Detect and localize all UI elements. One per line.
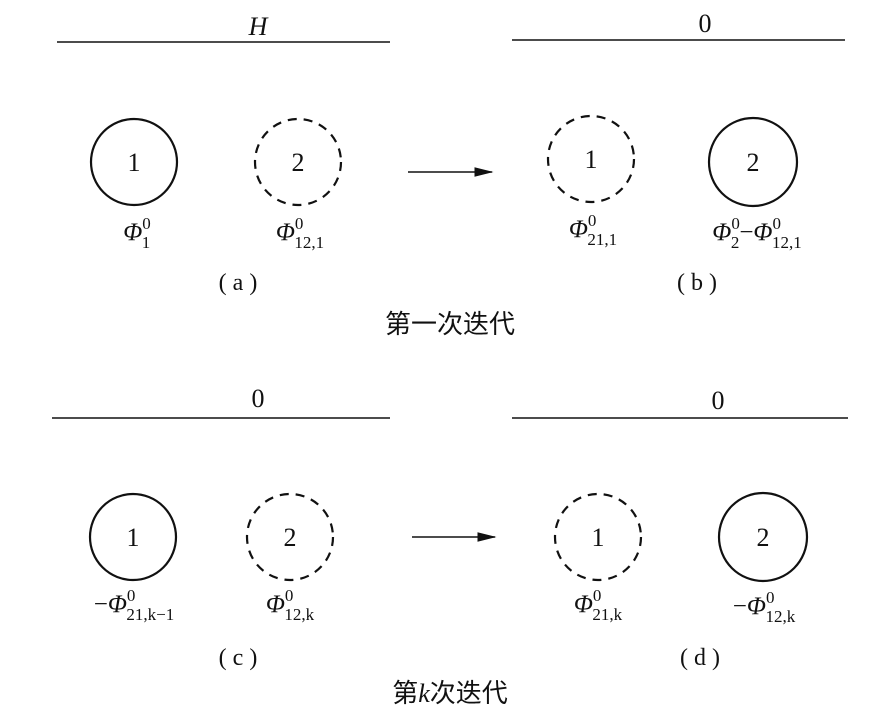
caption-d: ( d ): [680, 645, 720, 671]
well-1-d: [553, 492, 643, 582]
formula-prefix: −: [94, 591, 108, 618]
formula-superscript: 0: [588, 211, 597, 230]
title-var: k: [418, 679, 430, 708]
well-2-a: [253, 117, 343, 207]
formula-subscript: 12,1: [772, 233, 802, 252]
well-2-d: [717, 491, 809, 583]
potential-label: Φ01​: [123, 214, 151, 252]
boundary-value-c: 0: [252, 384, 265, 413]
title-kth-iteration: 第k次迭代: [392, 679, 508, 709]
title-prefix: 第: [392, 679, 418, 709]
boundary-value-b: 0: [699, 9, 712, 38]
well-number: 1: [592, 523, 605, 552]
well-number: 2: [747, 148, 760, 177]
boundary-value-a: H: [248, 12, 269, 41]
well-2-b: [707, 116, 799, 208]
well-1-c: [88, 492, 178, 582]
caption-c: ( c ): [219, 645, 258, 671]
well-1-b: [546, 114, 636, 204]
formula-symbol: Φ: [574, 591, 593, 618]
formula-subscript: 1: [142, 233, 151, 252]
well-number: 2: [284, 523, 297, 552]
formula-subscript: 21,k: [592, 605, 622, 624]
formula-subscript: 12,k: [765, 607, 795, 626]
formula-superscript: 0: [766, 588, 775, 607]
formula-superscript: 0: [593, 586, 602, 605]
well-number: 1: [127, 523, 140, 552]
well-number: 1: [585, 145, 598, 174]
formula-symbol: Φ: [266, 591, 285, 618]
well-number: 2: [757, 523, 770, 552]
formula-symbol: Φ: [569, 216, 588, 243]
formula-prefix: −: [739, 219, 753, 246]
formula-symbol: Φ: [747, 593, 766, 620]
well-number: 1: [128, 148, 141, 177]
formula-superscript: 0: [127, 586, 136, 605]
formula-subscript: 21,1: [587, 230, 617, 249]
title-suffix: 次迭代: [430, 679, 508, 709]
well-number: 2: [292, 148, 305, 177]
well-2-c: [245, 492, 335, 582]
formula-superscript: 0: [142, 214, 151, 233]
formula-superscript: 0: [295, 214, 304, 233]
formula-prefix: −: [733, 593, 747, 620]
formula-symbol: Φ: [276, 219, 295, 246]
formula-subscript: 12,1: [294, 233, 324, 252]
caption-a: ( a ): [219, 270, 258, 296]
formula-subscript: 21,k−1: [126, 605, 174, 624]
boundary-value-d: 0: [712, 386, 725, 415]
formula-subscript: 12,k: [284, 605, 314, 624]
well-1-a: [89, 117, 179, 207]
formula-symbol: Φ: [108, 591, 127, 618]
formula-symbol: Φ: [123, 219, 142, 246]
formula-symbol: Φ: [712, 219, 731, 246]
title-first-iteration: 第一次迭代: [385, 310, 515, 340]
caption-b: ( b ): [677, 270, 717, 296]
formula-symbol: Φ: [753, 219, 772, 246]
formula-superscript: 0: [772, 214, 781, 233]
formula-superscript: 0: [731, 214, 740, 233]
formula-subscript: 2: [731, 233, 740, 252]
formula-superscript: 0: [285, 586, 294, 605]
